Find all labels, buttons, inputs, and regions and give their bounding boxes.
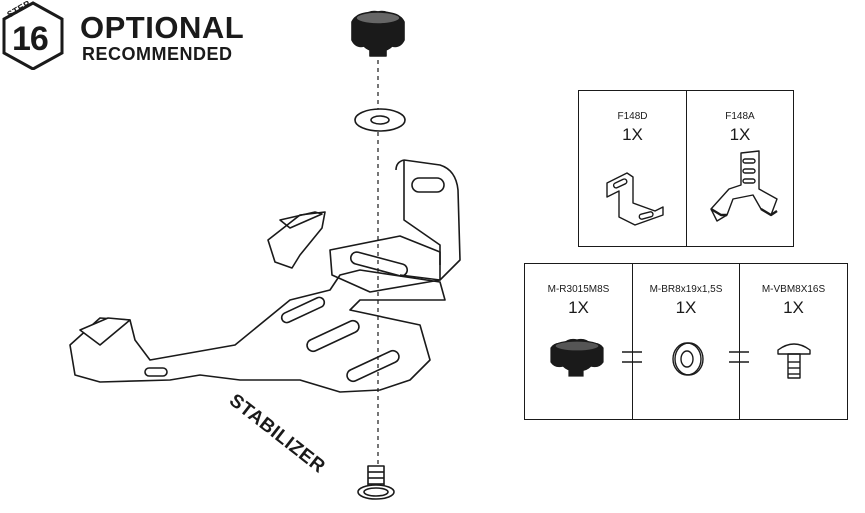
part-cell-f148d: F148D 1X xyxy=(578,90,687,247)
upright-bracket xyxy=(395,159,461,281)
part-quantity: 1X xyxy=(729,125,751,144)
washer-icon xyxy=(354,108,406,132)
step-title: OPTIONAL xyxy=(80,10,245,45)
stabilizer-plate xyxy=(69,211,446,393)
bolt-icon xyxy=(777,343,811,379)
bolt-icon xyxy=(357,465,395,500)
part-code: M-BR8x19x1,5S xyxy=(649,284,723,295)
part-quantity: 1X xyxy=(675,298,697,317)
clamp-icon xyxy=(710,150,778,222)
part-quantity: 1X xyxy=(568,298,589,317)
knob-icon xyxy=(351,10,405,57)
part-cell-washer: M-BR8x19x1,5S 1X xyxy=(632,263,740,420)
part-code: F148A xyxy=(725,111,755,122)
part-quantity: 1X xyxy=(783,298,804,317)
part-code: F148D xyxy=(617,111,648,122)
bracket-icon xyxy=(606,172,664,226)
step-subtitle: RECOMMENDED xyxy=(82,44,233,64)
knob-icon xyxy=(550,338,604,377)
part-code: M-VBM8X16S xyxy=(761,284,826,295)
part-quantity: 1X xyxy=(622,125,643,144)
part-cell-knob: M-R3015M8S 1X xyxy=(524,263,633,420)
part-cell-bolt: M-VBM8X16S 1X xyxy=(739,263,848,420)
part-code: M-R3015M8S xyxy=(547,284,610,295)
washer-icon xyxy=(672,342,704,376)
step-number: 16 xyxy=(12,20,49,58)
step-hexagon-badge xyxy=(2,1,64,70)
part-cell-f148a: F148A 1X xyxy=(686,90,794,247)
